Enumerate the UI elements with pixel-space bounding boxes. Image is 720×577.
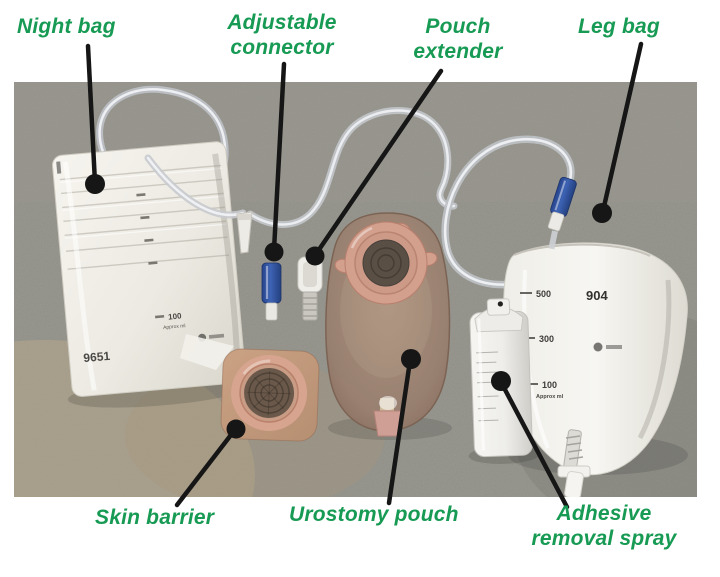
leg-bag-blue-connector <box>547 176 577 250</box>
leg-bag-scale-100: 100 <box>542 380 557 390</box>
leg-bag-product-code: 904 <box>586 288 608 303</box>
urostomy-pouch-pointer-dot <box>401 349 421 369</box>
label-adhesive-removal-spray-line1: Adhesive <box>556 502 652 525</box>
label-adhesive-removal-spray: Adhesive removal spray <box>518 501 690 551</box>
leg-bag-scale-300: 300 <box>539 334 554 344</box>
night-bag-scale-unit: Approx ml <box>163 323 186 331</box>
pouch-extender-pointer-dot <box>305 246 325 266</box>
label-adhesive-removal-spray-line2: removal spray <box>531 527 677 550</box>
skin-barrier-pointer-line <box>174 428 237 508</box>
photo: 100 Approx ml 9651 <box>14 82 697 497</box>
connecting-tube <box>144 107 458 228</box>
label-night-bag: Night bag <box>17 15 116 38</box>
label-leg-bag: Leg bag <box>578 15 660 38</box>
urostomy-pouch-photo <box>325 212 452 440</box>
tapered-connector <box>236 211 253 254</box>
adjustable-connector-pointer-line <box>271 61 287 253</box>
adhesive-spray-pointer-line <box>499 381 570 510</box>
label-adjustable-connector-line2: connector <box>230 36 334 59</box>
spray-nozzle <box>497 301 503 307</box>
pointer-dots <box>85 174 612 439</box>
urostomy-pouch-pointer-line <box>386 358 413 506</box>
leg-bag-pointer-line <box>600 41 644 214</box>
adjustable-connector-pointer-dot <box>264 242 284 262</box>
leg-bag-photo: 500 300 100 Approx ml 904 <box>503 242 688 497</box>
label-adjustable-connector-line1: Adjustable <box>227 11 337 34</box>
night-bag-pointer-line <box>85 43 98 186</box>
label-skin-barrier: Skin barrier <box>95 506 215 529</box>
label-adjustable-connector: Adjustable connector <box>207 10 357 60</box>
pouch-extender-pointer-line <box>313 68 444 257</box>
pointer-lines <box>85 41 644 510</box>
label-pouch-extender-line2: extender <box>413 40 503 63</box>
label-pouch-extender-line1: Pouch <box>425 15 491 38</box>
night-bag-scale-value: 100 <box>168 311 183 321</box>
night-bag-pointer-dot <box>85 174 105 194</box>
label-pouch-extender: Pouch extender <box>388 14 528 64</box>
skin-barrier-photo <box>180 334 320 442</box>
pouch-extender-photo <box>297 256 323 321</box>
pouch-drain-tap <box>373 396 403 437</box>
release-liner-paper <box>180 334 234 370</box>
adjustable-connector-photo <box>261 262 282 321</box>
pouch-flange-ring <box>334 221 438 305</box>
leg-bag-scale-unit: Approx ml <box>536 394 564 400</box>
leg-bag-brand-logo <box>593 342 622 352</box>
adhesive-spray-pointer-dot <box>491 371 511 391</box>
night-bag-product-code: 9651 <box>83 349 111 365</box>
label-urostomy-pouch: Urostomy pouch <box>289 503 459 526</box>
skin-barrier-pointer-dot <box>226 419 246 439</box>
leg-bag-pointer-dot <box>592 203 612 223</box>
leg-bag-scale-500: 500 <box>536 289 551 299</box>
leg-bag-outlet-valve <box>557 429 591 497</box>
